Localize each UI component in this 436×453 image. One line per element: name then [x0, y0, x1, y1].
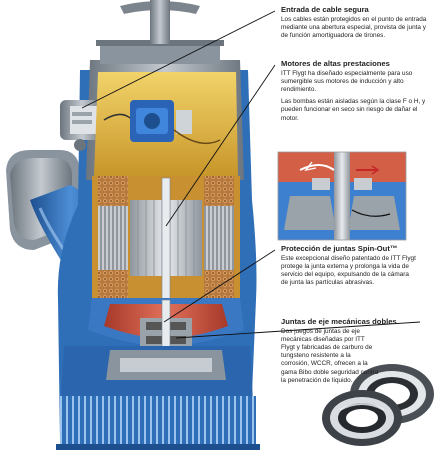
motor-section — [92, 176, 240, 329]
leader-lines — [81, 10, 421, 339]
leader-spin-out — [163, 249, 276, 323]
callout-motors: Motores de altas prestaciones ITT Flygt … — [281, 59, 427, 127]
junction-chamber — [94, 72, 238, 176]
mechanical-seals-title: Juntas de eje mecánicas dobles — [281, 317, 397, 326]
callout-mechanical-seals: Juntas de eje mecánicas dobles Dos juego… — [281, 317, 421, 389]
cable-entry-text: Los cables están protegidos en el punto … — [281, 15, 427, 40]
motors-text-1: ITT Flygt ha diseñado especialmente para… — [281, 69, 413, 94]
seal-protection-text: Este excepcional diseño patentado de ITT… — [281, 254, 416, 287]
leader-mechanical-seals — [175, 321, 421, 339]
motors-title: Motores de altas prestaciones — [281, 59, 390, 68]
seal-protection-title: Protección de juntas Spin-Out™ — [281, 244, 398, 253]
leader-cable-entry — [81, 10, 276, 109]
cable-entry-title: Entrada de cable segura — [281, 5, 369, 14]
callout-cable-entry: Entrada de cable segura Los cables están… — [281, 5, 427, 44]
cable-entry — [60, 100, 104, 151]
mechanical-seal-rings-icon — [322, 364, 434, 446]
leader-motors — [165, 64, 276, 227]
callout-seal-protection: Protección de juntas Spin-Out™ Este exce… — [281, 244, 417, 291]
motors-text-2: Las bombas están aisladas según la clase… — [281, 98, 426, 122]
mechanical-seals-text: Dos juegos de juntas de eje mecánicas di… — [281, 327, 379, 384]
spin-out-inset — [277, 151, 407, 241]
volute — [56, 346, 260, 450]
